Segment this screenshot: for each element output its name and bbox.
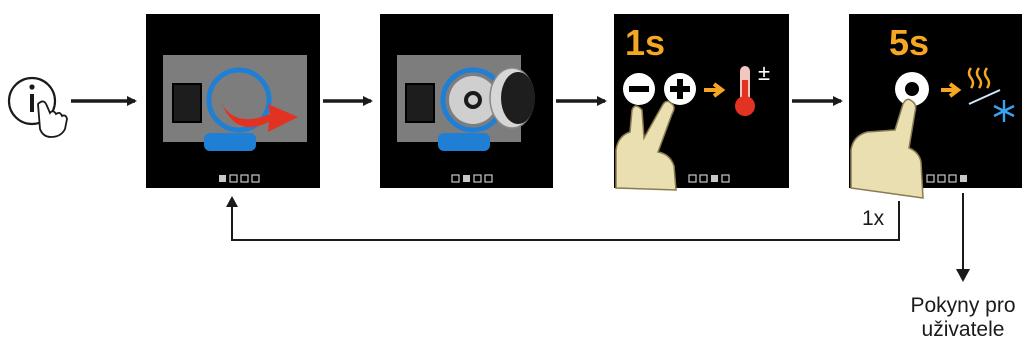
- user-instructions-line-1: Pokyny pro: [910, 294, 1016, 317]
- step-4-time: 5s: [889, 22, 929, 63]
- loop-count-label: 1x: [862, 207, 885, 230]
- heat-cool-icon: [967, 67, 1015, 122]
- svg-text:±: ±: [758, 60, 770, 85]
- user-instructions-line-2: uživatele: [921, 318, 1005, 341]
- step-dots: [926, 174, 967, 183]
- step-dots: [688, 174, 730, 183]
- knob-dial-icon: [489, 67, 535, 129]
- plus-button-icon: [664, 73, 696, 105]
- knob-icon: [204, 67, 272, 151]
- minus-button-icon: [623, 73, 655, 105]
- step-dots: [219, 174, 260, 183]
- thermometer-icon: ±: [735, 60, 770, 116]
- step-4-screen: 5s: [849, 14, 1022, 199]
- info-touch-icon: [7, 76, 68, 138]
- loop-back-arrow: [231, 201, 900, 241]
- yellow-arrow: [941, 82, 962, 98]
- hand-icon: [615, 100, 677, 191]
- user-instructions-label: Pokyny pro uživatele: [893, 294, 1025, 342]
- step-3-screen: 1s ±: [614, 14, 789, 191]
- ok-button-icon: [895, 72, 929, 106]
- step-2-screen: [380, 14, 553, 188]
- hand-icon: [850, 98, 924, 199]
- step-dots: [451, 174, 493, 183]
- rotate-arrow: [222, 104, 298, 132]
- yellow-arrow: [704, 82, 726, 98]
- step-1-screen: [146, 14, 320, 188]
- step-3-time: 1s: [625, 22, 665, 63]
